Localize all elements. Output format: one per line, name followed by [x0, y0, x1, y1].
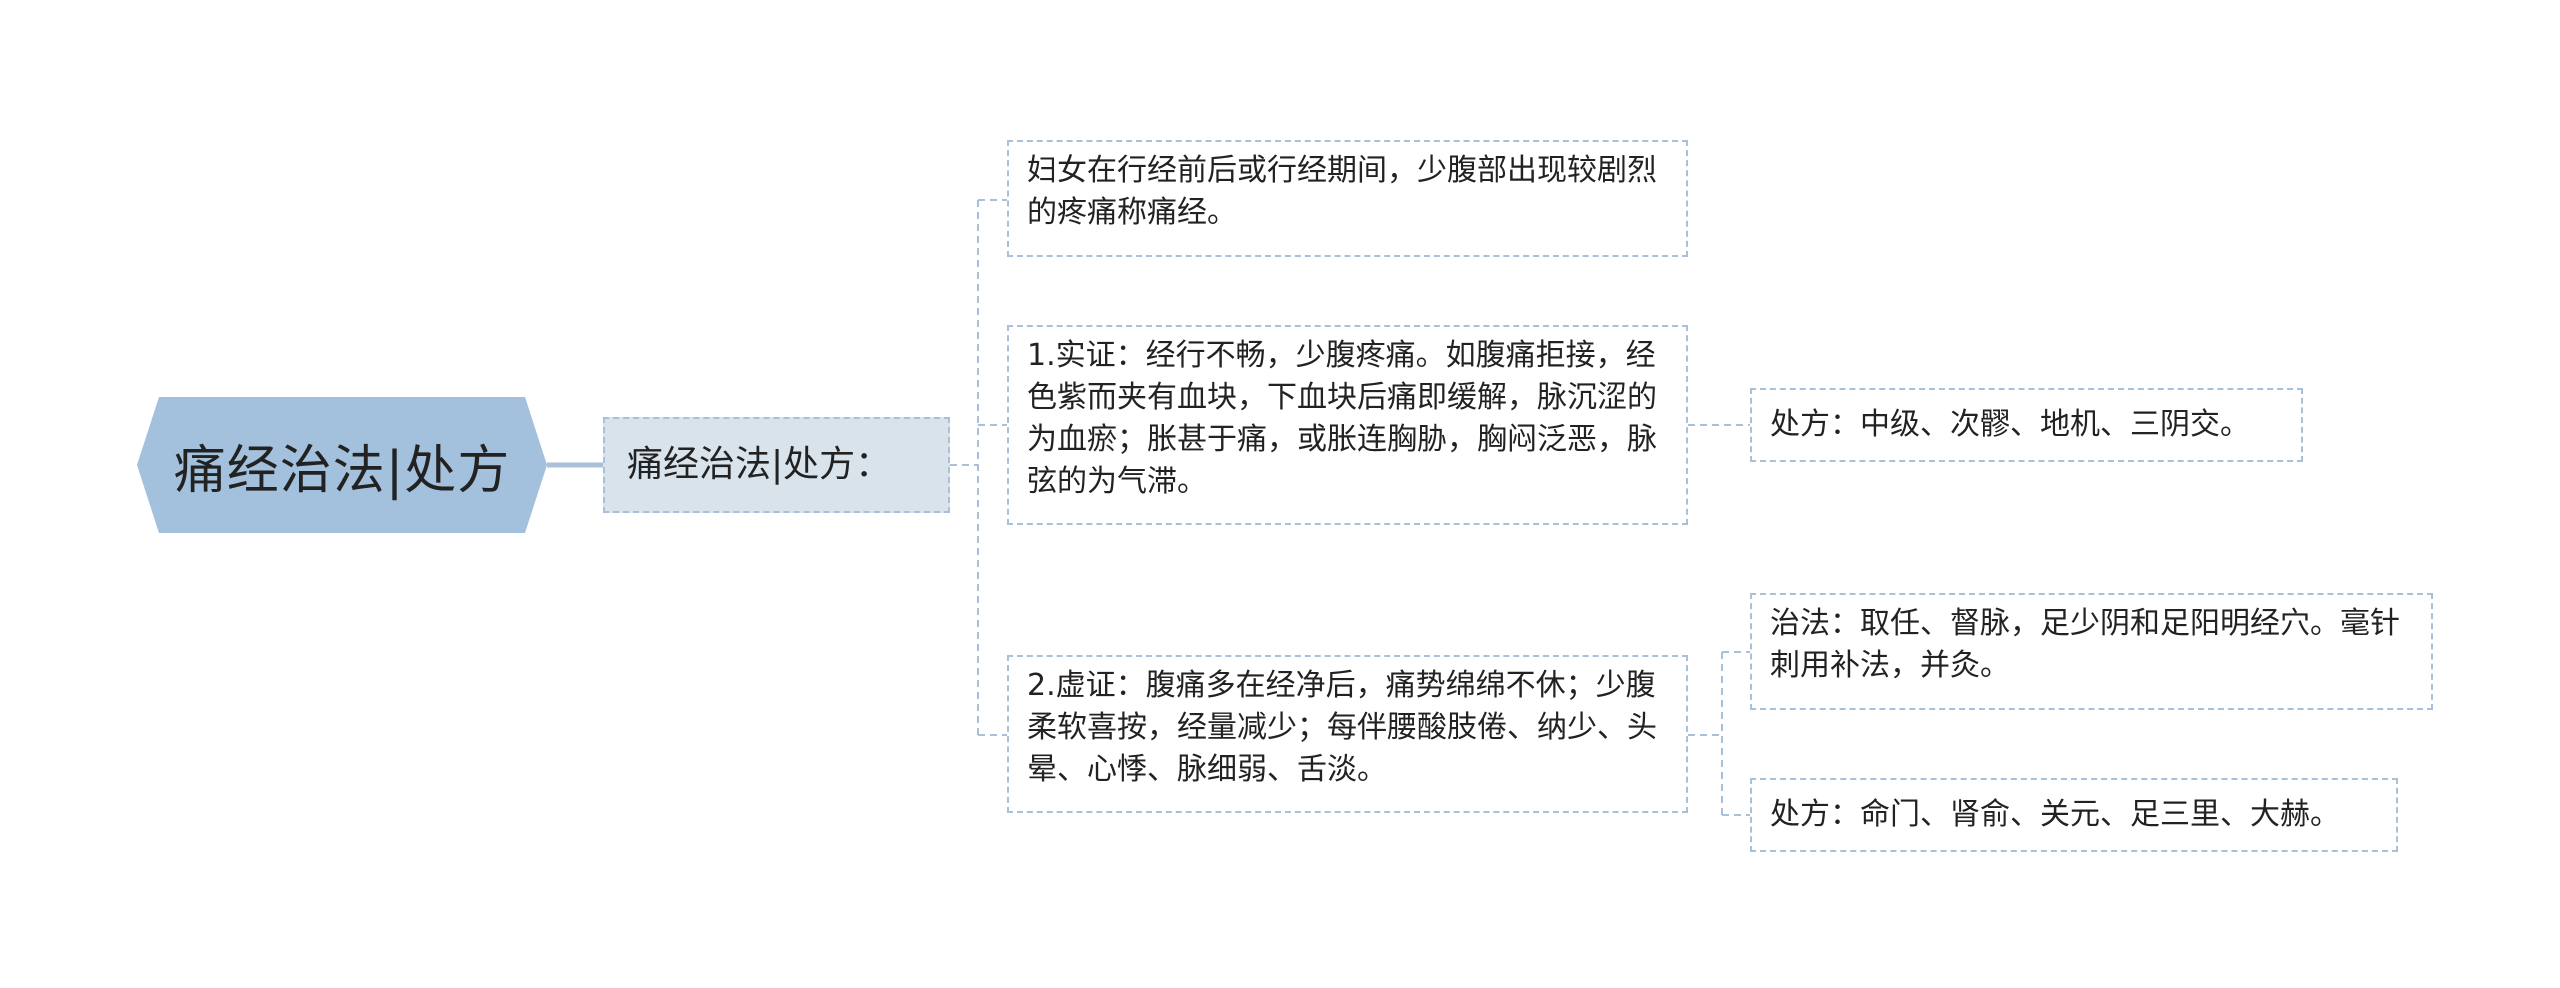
- shizheng-prescription-node[interactable]: 处方：中级、次髎、地机、三阴交。: [1750, 388, 2303, 462]
- xuzheng-method-node[interactable]: 治法：取任、督脉，足少阴和足阳明经穴。毫针刺用补法，并灸。: [1750, 593, 2433, 710]
- xuzheng-text: 2.虚证：腹痛多在经净后，痛势绵绵不休；少腹柔软喜按，经量减少；每伴腰酸肢倦、纳…: [1027, 668, 1657, 787]
- xuzheng-prescription-node[interactable]: 处方：命门、肾俞、关元、足三里、大赫。: [1750, 778, 2398, 852]
- shizheng-prescription-text: 处方：中级、次髎、地机、三阴交。: [1770, 407, 2250, 442]
- xuzheng-method-text: 治法：取任、督脉，足少阴和足阳明经穴。毫针刺用补法，并灸。: [1770, 606, 2400, 683]
- definition-node[interactable]: 妇女在行经前后或行经期间，少腹部出现较剧烈的疼痛称痛经。: [1007, 140, 1688, 257]
- xuzheng-prescription-text: 处方：命门、肾俞、关元、足三里、大赫。: [1770, 797, 2340, 832]
- shizheng-text: 1.实证：经行不畅，少腹疼痛。如腹痛拒接，经色紫而夹有血块，下血块后痛即缓解，脉…: [1027, 338, 1657, 499]
- root-node[interactable]: 痛经治法|处方: [137, 397, 547, 533]
- xuzheng-node[interactable]: 2.虚证：腹痛多在经净后，痛势绵绵不休；少腹柔软喜按，经量减少；每伴腰酸肢倦、纳…: [1007, 655, 1688, 813]
- main-topic-label: 痛经治法|处方：: [627, 444, 892, 485]
- root-hexagon-shape: [137, 397, 547, 533]
- main-topic-node[interactable]: 痛经治法|处方：: [603, 417, 950, 513]
- root-label: 痛经治法|处方: [173, 440, 511, 501]
- shizheng-node[interactable]: 1.实证：经行不畅，少腹疼痛。如腹痛拒接，经色紫而夹有血块，下血块后痛即缓解，脉…: [1007, 325, 1688, 525]
- definition-text: 妇女在行经前后或行经期间，少腹部出现较剧烈的疼痛称痛经。: [1027, 153, 1657, 230]
